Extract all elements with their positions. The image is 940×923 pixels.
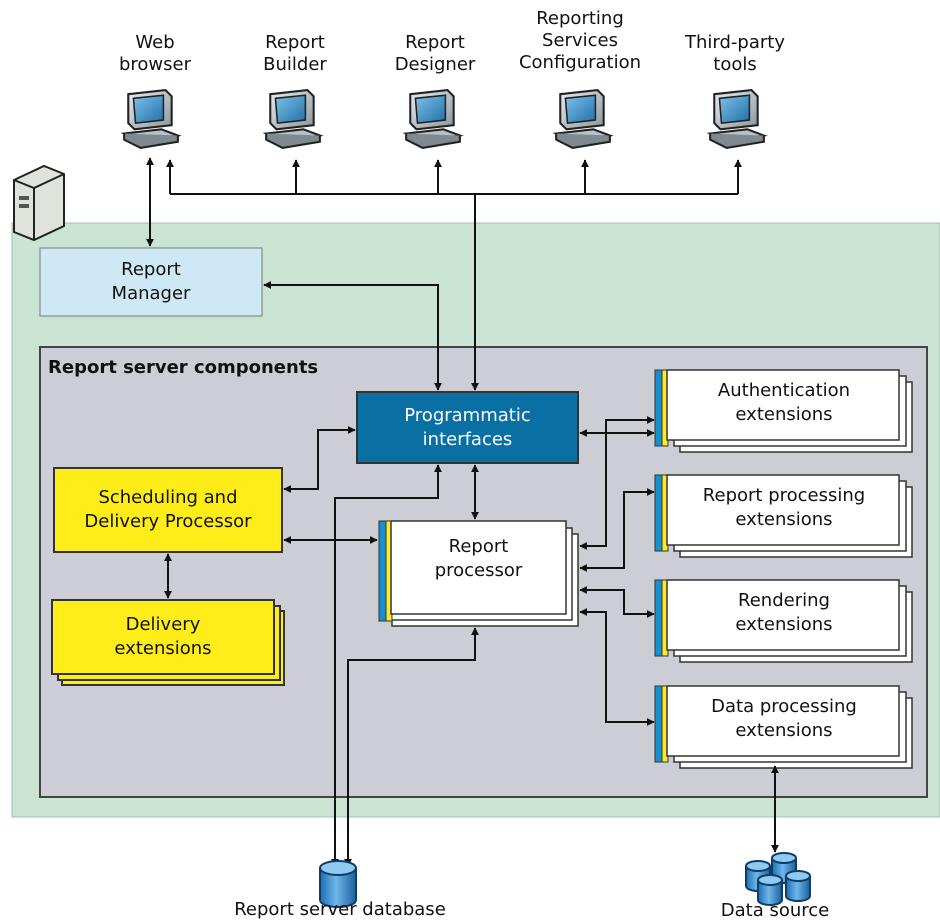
client-label-web-browser: Web browser (118, 32, 192, 75)
data-source-icon (745, 852, 811, 906)
components-title: Report server components (48, 357, 318, 378)
database-icon (319, 860, 357, 908)
client-label-report-designer: Report Designer (394, 32, 476, 75)
connectors (146, 157, 779, 867)
delivery-extensions-label: Delivery extensions (114, 614, 212, 659)
server-icon (13, 164, 65, 242)
report-processing-extensions-stack (654, 474, 913, 558)
client-label-third-party-tools: Third-party tools (685, 32, 785, 75)
report-processing-extensions-label: Report processing extensions (702, 485, 866, 530)
data-source-label: Data source (720, 900, 830, 921)
data-processing-extensions-stack (654, 685, 913, 769)
authentication-extensions-stack (654, 369, 913, 453)
authentication-extensions-label: Authentication extensions (717, 380, 851, 425)
report-manager-label: Report Manager (111, 259, 191, 304)
report-builder-icon (265, 89, 321, 149)
delivery-extensions-stack (51, 599, 285, 686)
data-processing-extensions-label: Data processing extensions (711, 696, 857, 741)
scheduling-box (53, 467, 283, 553)
configuration-icon (555, 89, 611, 149)
client-label-report-builder: Report Builder (263, 32, 327, 75)
programmatic-interfaces-box (356, 391, 579, 464)
rendering-extensions-label: Rendering extensions (735, 590, 833, 635)
client-label-configuration: Reporting Services Configuration (518, 8, 642, 73)
scheduling-label: Scheduling and Delivery Processor (84, 487, 252, 532)
report-server-database-label: Report server database (234, 899, 446, 920)
web-browser-icon (123, 89, 179, 149)
report-processor-label: Report processor (434, 535, 523, 581)
third-party-tools-icon (709, 89, 765, 149)
programmatic-interfaces-label: Programmatic interfaces (404, 404, 531, 450)
report-manager-box (39, 247, 263, 317)
rendering-extensions-stack (654, 579, 913, 663)
report-designer-icon (405, 89, 461, 149)
client-icons (123, 89, 765, 149)
